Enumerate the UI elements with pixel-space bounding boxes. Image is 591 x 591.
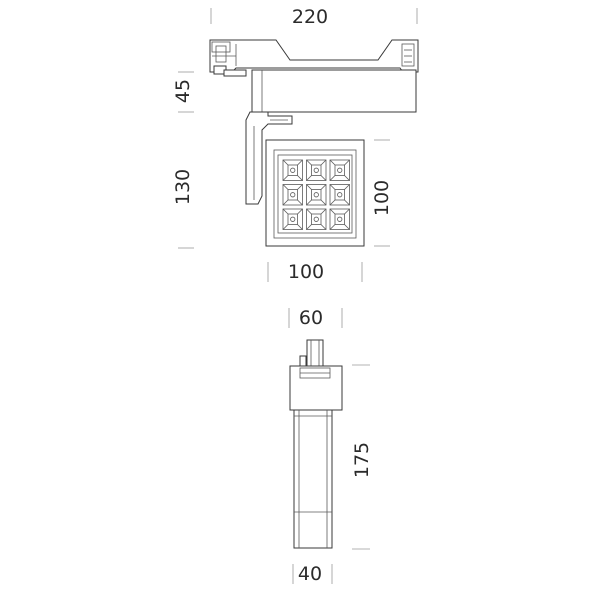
led-cell — [306, 184, 327, 206]
dimension-head-width: 100 — [288, 261, 324, 283]
side-head-body — [293, 409, 333, 549]
dimension-lines — [178, 8, 418, 584]
mounting-arm — [245, 111, 293, 205]
led-cell — [282, 184, 303, 206]
track-adapter — [209, 39, 419, 73]
led-cell — [329, 208, 350, 230]
side-spigot — [306, 339, 324, 367]
side-view — [289, 339, 343, 549]
led-cell — [329, 159, 350, 181]
led-grid — [282, 159, 350, 230]
dimension-side-bottom-width: 40 — [298, 563, 322, 585]
dimension-side-top-width: 60 — [299, 307, 323, 329]
dimension-side-height: 175 — [351, 442, 373, 478]
led-cell — [282, 208, 303, 230]
driver-box — [251, 69, 417, 113]
led-cell — [306, 159, 327, 181]
front-view — [209, 39, 419, 247]
led-cell — [306, 208, 327, 230]
led-cell — [282, 159, 303, 181]
dimension-head-depth: 100 — [371, 180, 393, 216]
dimension-head-height: 130 — [172, 169, 194, 205]
led-cell — [329, 184, 350, 206]
dimension-top-width: 220 — [292, 6, 328, 28]
dimension-rail-height: 45 — [172, 79, 194, 103]
